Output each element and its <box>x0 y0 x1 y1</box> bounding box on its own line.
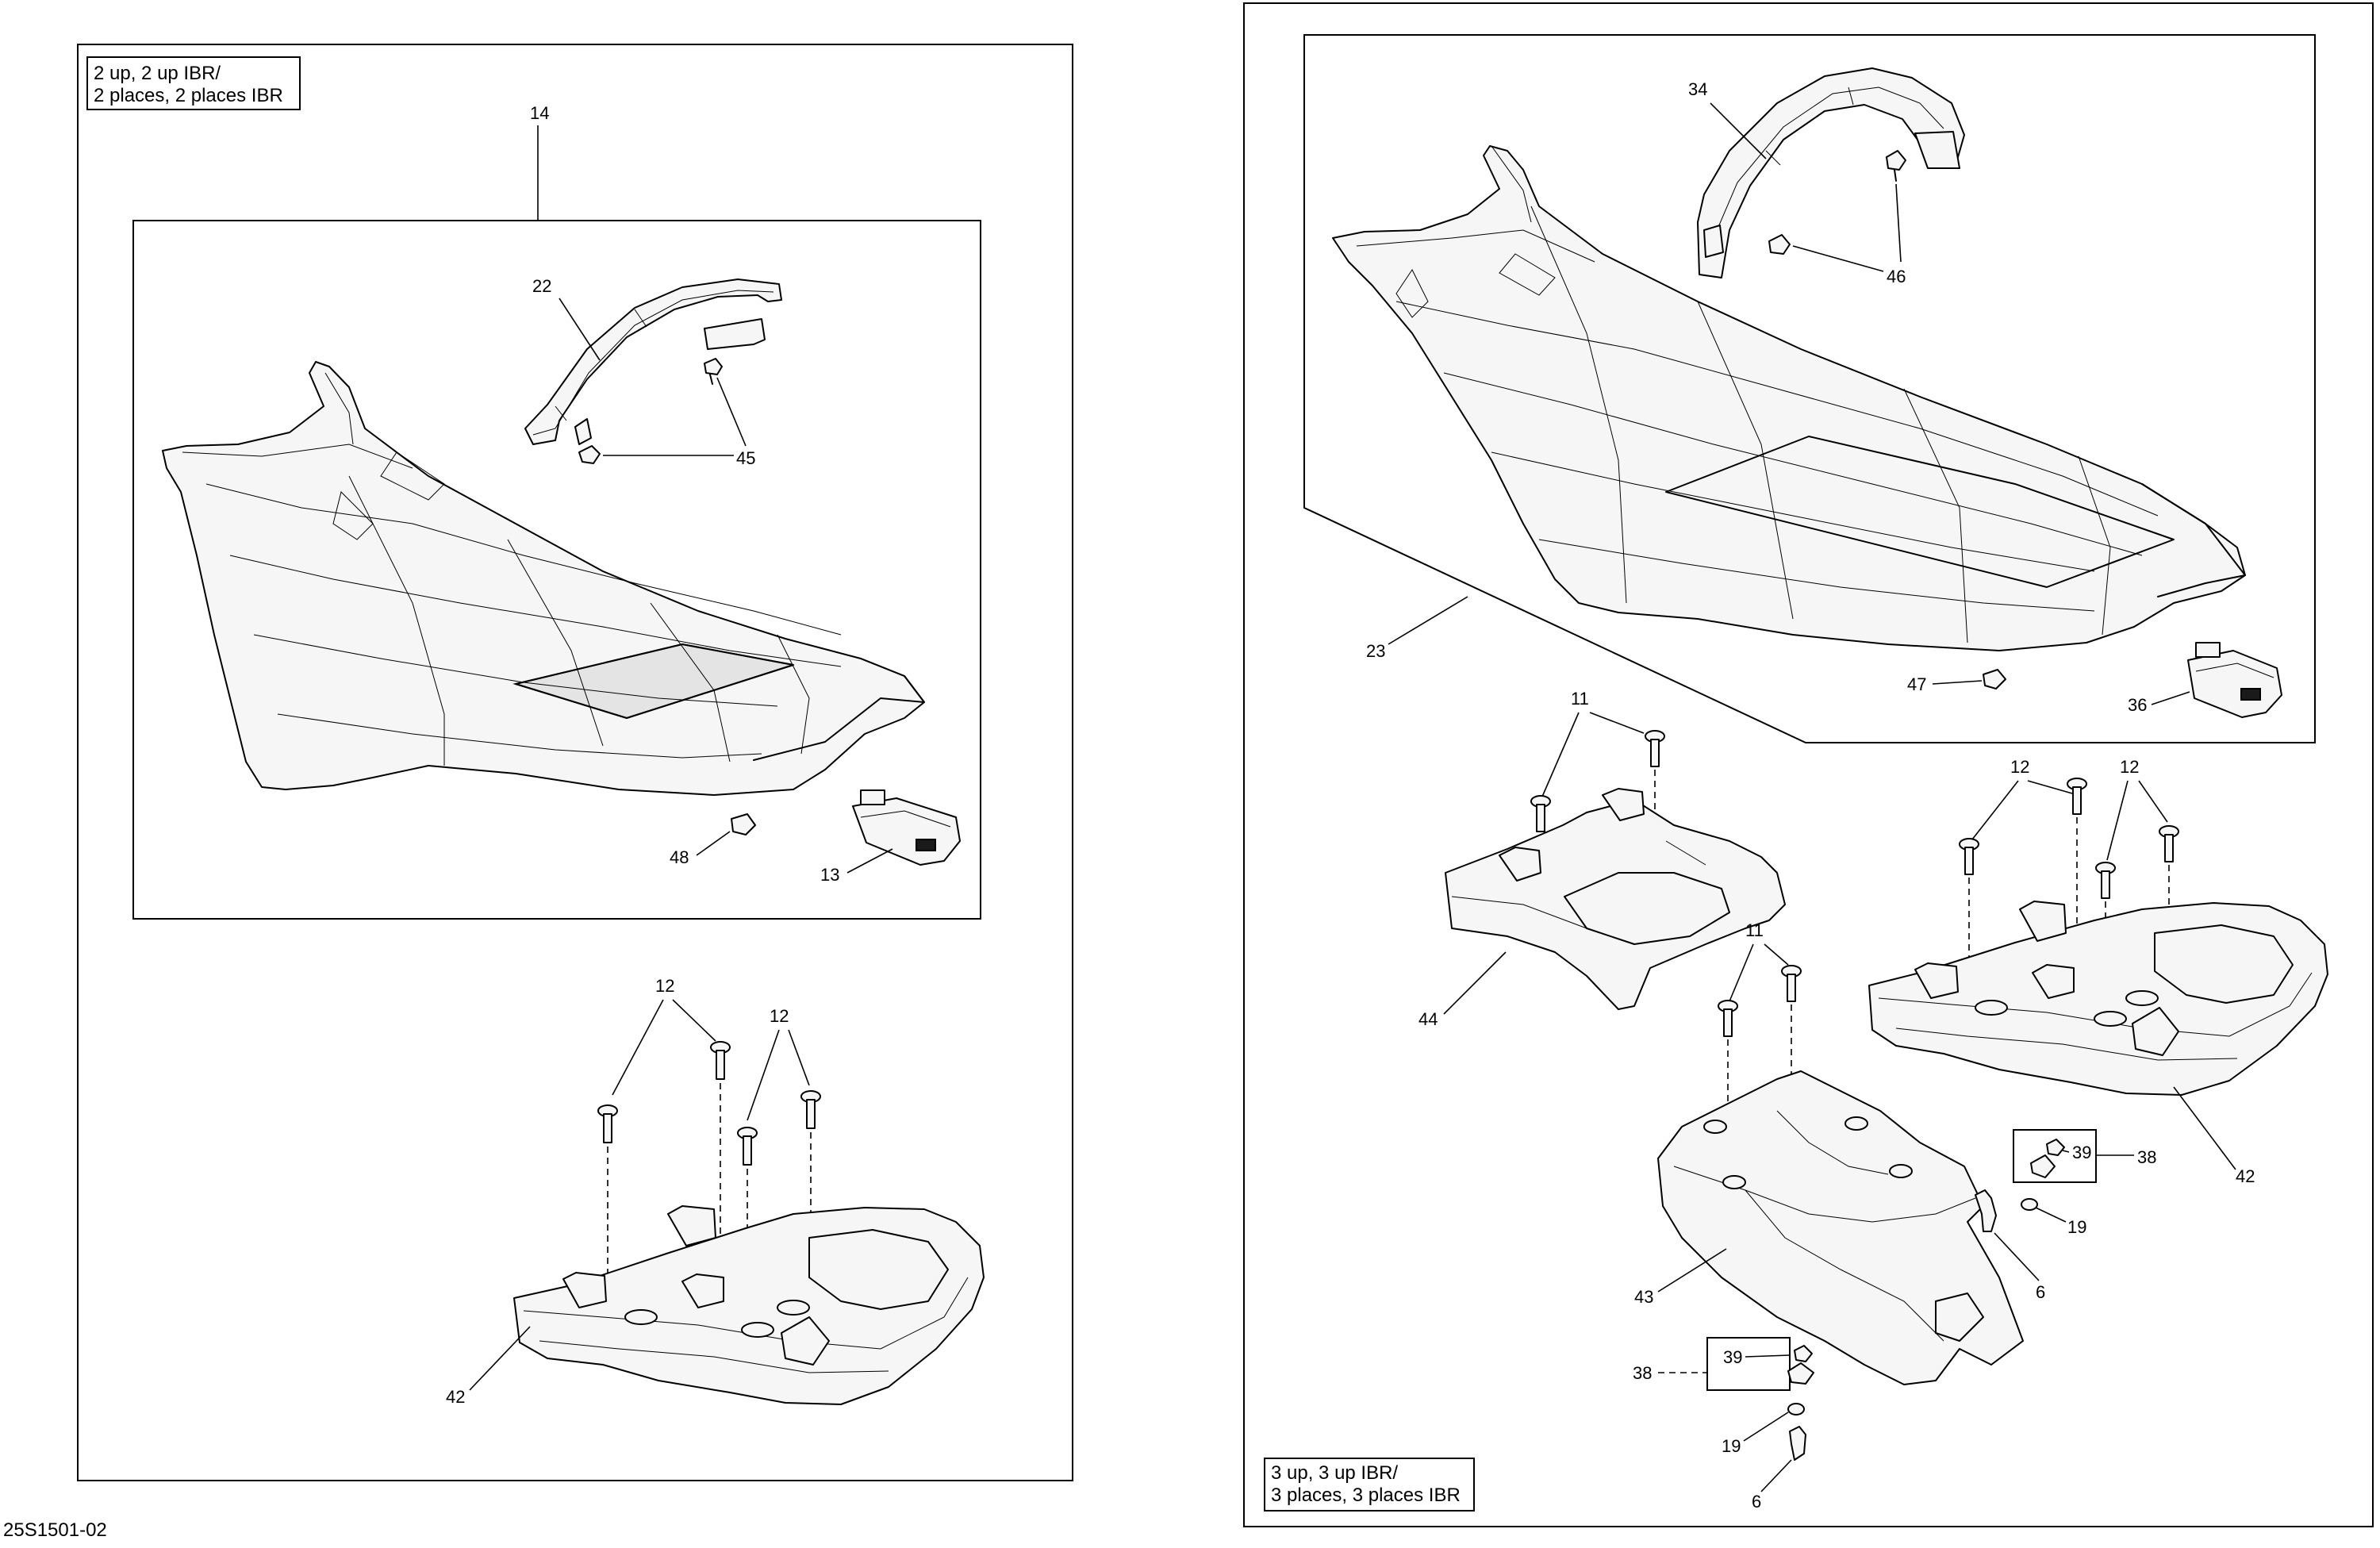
callout-storage-tray: 44 <box>1418 1009 1438 1029</box>
left-seat <box>162 361 925 796</box>
left-panel-frame <box>77 44 1073 1481</box>
washer-upper <box>2021 1198 2038 1211</box>
left-panel: 2 up, 2 up IBR/ 2 places, 2 places IBR 1… <box>77 44 1073 1481</box>
right-latch-clip <box>1983 669 2006 689</box>
right-handle <box>1697 67 1965 278</box>
right-storage-tray <box>1445 788 1786 1010</box>
left-seat-assembly-frame <box>132 220 981 920</box>
right-seat-assembly-frame <box>1303 34 2316 743</box>
callout-washer-lower: 19 <box>1722 1436 1741 1456</box>
callout-nut-upper: 39 <box>2072 1143 2091 1162</box>
diagram-code: 25S1501-02 <box>3 1519 107 1541</box>
bolt-upper <box>1975 1189 1997 1232</box>
right-upper-screws <box>1530 730 1665 881</box>
callout-handle-right: 34 <box>1688 79 1707 99</box>
callout-screw-upper-right: 11 <box>1571 689 1589 709</box>
callout-handle-clip-right: 46 <box>1887 267 1906 286</box>
callout-nut-lower: 39 <box>1723 1347 1742 1367</box>
right-bracket <box>1657 1070 2024 1385</box>
callout-washer-upper: 19 <box>2067 1217 2086 1237</box>
left-screws <box>597 1041 821 1301</box>
right-variant-label-box <box>1264 1458 1475 1512</box>
right-grab-handle <box>1868 901 2328 1096</box>
right-lower-screws <box>1718 965 1802 1103</box>
kit-box-lower <box>1706 1337 1791 1391</box>
callout-bracket: 43 <box>1634 1287 1653 1307</box>
right-variant-label-line2: 3 places, 3 places IBR <box>1271 1485 1461 1506</box>
right-panel: 34 46 23 <box>1243 2 2374 1527</box>
left-variant-label-box <box>86 56 301 110</box>
bolt-lower <box>1789 1426 1806 1461</box>
right-latch <box>2187 642 2282 718</box>
left-latch-clip <box>731 813 756 835</box>
callout-screw-left-a: 12 <box>655 976 674 996</box>
kit-lower-parts <box>1787 1345 1814 1385</box>
callout-bolt-lower: 6 <box>1752 1492 1761 1512</box>
left-latch <box>852 789 961 866</box>
right-handle-clips <box>1768 150 1906 255</box>
left-handle <box>524 278 782 445</box>
callout-kit-upper: 38 <box>2137 1147 2156 1167</box>
washer-lower <box>1787 1403 1805 1415</box>
callout-handle-clip-left: 45 <box>736 448 755 468</box>
kit-upper-parts <box>2030 1139 2065 1178</box>
callout-screw-rack-right-a: 12 <box>2010 757 2029 777</box>
callout-kit-lower: 38 <box>1633 1363 1652 1383</box>
left-variant-label-line2: 2 places, 2 places IBR <box>94 85 283 106</box>
callout-latch-clip-left: 48 <box>670 847 689 867</box>
callout-seat-assembly-right: 23 <box>1366 641 1385 661</box>
left-variant-label-line1: 2 up, 2 up IBR/ <box>94 63 221 84</box>
callout-latch-clip-right: 47 <box>1907 674 1926 694</box>
callout-handle-left: 22 <box>532 276 551 296</box>
callout-screw-left-b: 12 <box>770 1006 789 1026</box>
callout-latch-left: 13 <box>820 865 839 885</box>
callout-grab-handle-left: 42 <box>446 1387 465 1407</box>
callout-screw-lower-right: 11 <box>1745 920 1764 940</box>
right-panel-frame <box>1243 2 2374 1527</box>
callout-latch-right: 36 <box>2128 695 2147 715</box>
right-seat <box>1332 145 2246 651</box>
callout-bolt-upper: 6 <box>2036 1282 2045 1302</box>
callout-grab-handle-right: 42 <box>2236 1166 2255 1186</box>
left-grab-handle <box>513 1205 985 1405</box>
left-handle-clips <box>578 358 723 464</box>
kit-box-upper <box>2013 1129 2097 1183</box>
callout-screw-rack-right-b: 12 <box>2120 757 2139 777</box>
callout-seat-assembly-left: 14 <box>530 103 549 123</box>
right-variant-label-line1: 3 up, 3 up IBR/ <box>1271 1462 1398 1484</box>
